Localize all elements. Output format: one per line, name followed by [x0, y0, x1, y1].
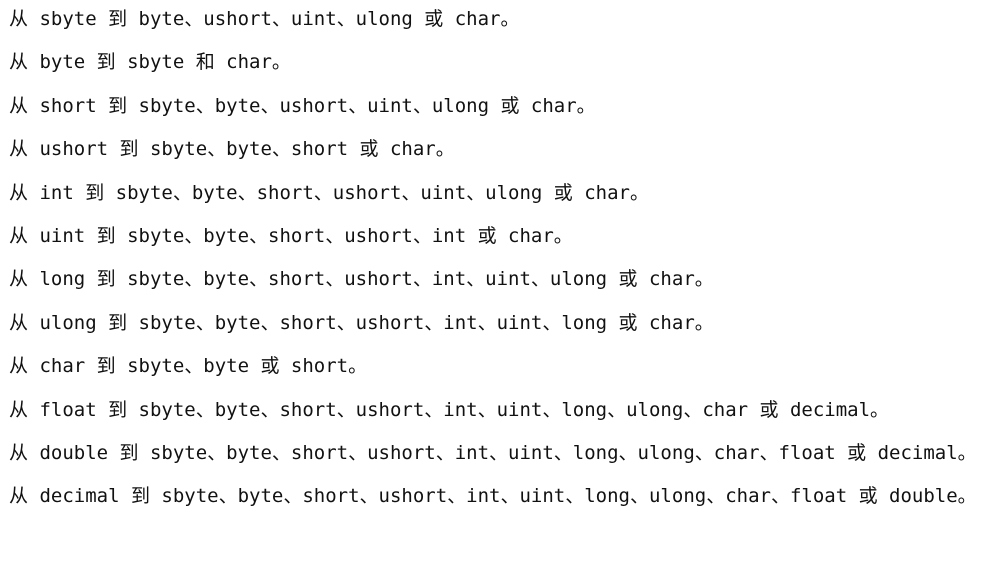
conversion-line-int: 从 int 到 sbyte、byte、short、ushort、uint、ulo…: [9, 181, 649, 204]
conversion-line-float: 从 float 到 sbyte、byte、short、ushort、int、ui…: [9, 398, 890, 421]
conversion-line-ulong: 从 ulong 到 sbyte、byte、short、ushort、int、ui…: [9, 311, 714, 334]
conversion-line-ushort: 从 ushort 到 sbyte、byte、short 或 char。: [9, 138, 455, 161]
conversion-line-decimal: 从 decimal 到 sbyte、byte、short、ushort、int、…: [9, 485, 977, 508]
conversion-line-long: 从 long 到 sbyte、byte、short、ushort、int、uin…: [9, 268, 714, 291]
conversion-line-double: 从 double 到 sbyte、byte、short、ushort、int、u…: [9, 441, 977, 464]
conversion-line-byte: 从 byte 到 sbyte 和 char。: [9, 51, 291, 74]
conversion-line-char: 从 char 到 sbyte、byte 或 short。: [9, 355, 368, 378]
conversion-line-short: 从 short 到 sbyte、byte、ushort、uint、ulong 或…: [9, 94, 596, 117]
conversion-line-uint: 从 uint 到 sbyte、byte、short、ushort、int 或 c…: [9, 224, 573, 247]
conversion-line-sbyte: 从 sbyte 到 byte、ushort、uint、ulong 或 char。: [9, 8, 520, 30]
conversion-list: 从 sbyte 到 byte、ushort、uint、ulong 或 char。…: [9, 4, 984, 511]
